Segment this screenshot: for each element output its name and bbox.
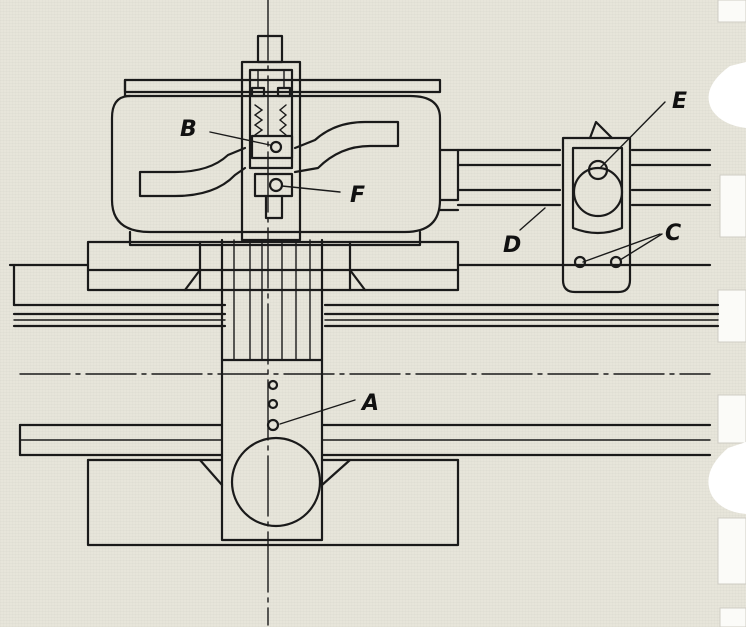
label-F: F (350, 183, 365, 208)
binder-hole-2 (708, 442, 746, 514)
leader-lines (209, 101, 666, 425)
carriage-saddle (86, 240, 460, 292)
binder-hole-1 (708, 62, 746, 128)
tool-holder (240, 34, 302, 242)
lower-saddle (86, 436, 460, 547)
tailstock (456, 120, 712, 294)
label-C: C (665, 221, 681, 246)
label-A: A (360, 391, 379, 416)
bearing-bars (138, 120, 400, 198)
headstock-body (110, 78, 460, 247)
handwheel-circle (230, 436, 322, 528)
label-B: B (180, 117, 197, 142)
adjustment-holes (266, 379, 280, 432)
label-E: E (672, 89, 687, 114)
binder-tab-5 (717, 517, 746, 585)
binder-tab-4 (717, 394, 746, 444)
binder-tab-2 (719, 174, 746, 238)
binder-tab-6 (719, 607, 746, 627)
binder-tab-3 (717, 289, 746, 343)
cross-slide (220, 238, 324, 542)
label-D: D (503, 233, 521, 258)
upper-ways (8, 263, 720, 328)
binder-tab-1 (717, 0, 746, 23)
lower-ways (18, 423, 712, 457)
binder-edge (708, 0, 746, 627)
